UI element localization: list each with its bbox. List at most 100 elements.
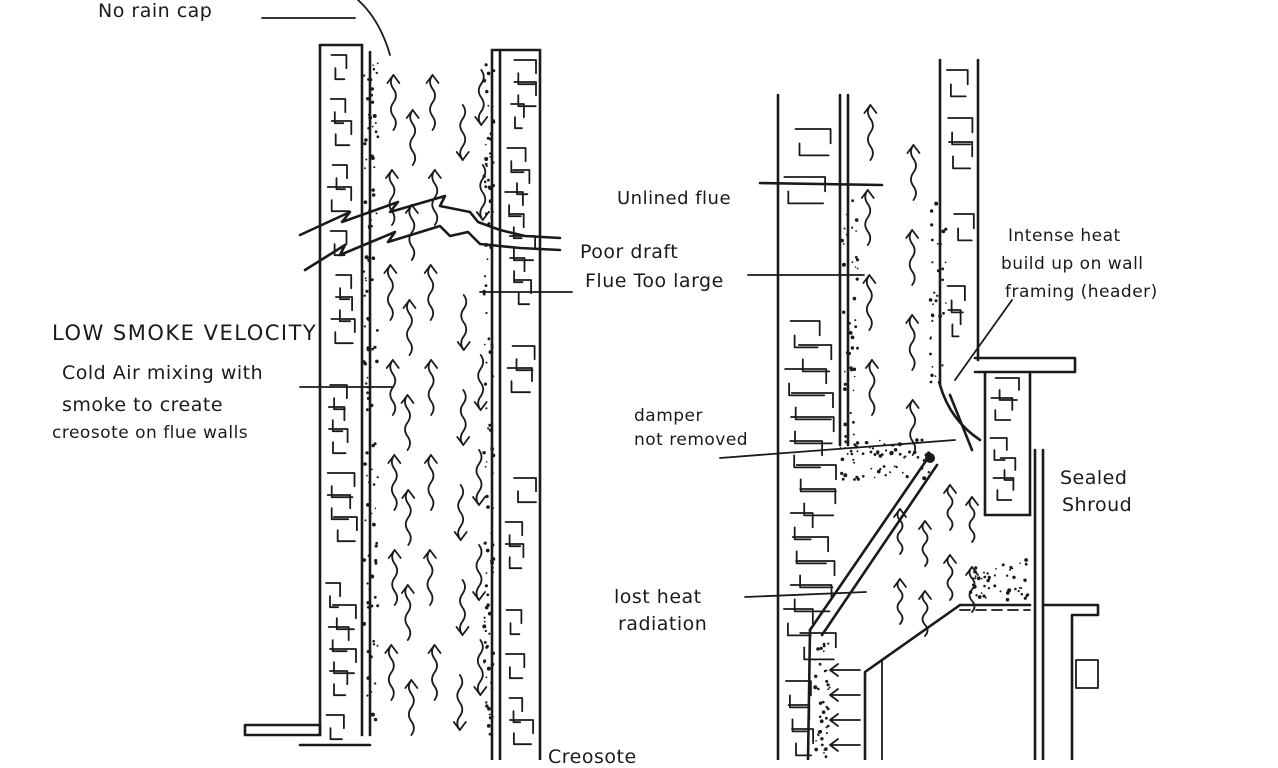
creosote-speck — [854, 218, 859, 222]
creosote-speck — [995, 568, 997, 570]
creosote-speck — [840, 457, 845, 462]
creosote-speck — [362, 270, 366, 273]
creosote-speck — [370, 121, 372, 124]
creosote-speck — [373, 345, 377, 349]
creosote-speck — [371, 156, 375, 161]
arrow-head — [386, 74, 401, 84]
brick-course — [331, 164, 348, 191]
label-unlined-flue: Unlined flue — [617, 188, 732, 209]
brick-course — [330, 120, 353, 147]
creosote-speck — [945, 302, 947, 304]
creosote-speck — [373, 717, 378, 722]
creosote-speck — [486, 593, 490, 597]
creosote-speck — [854, 255, 858, 259]
creosote-speck — [825, 716, 828, 720]
creosote-speck — [376, 329, 379, 332]
brick-course — [790, 416, 835, 445]
label-damper-line1: damper — [634, 406, 704, 426]
creosote-speck — [827, 642, 830, 645]
brick-course — [508, 697, 524, 724]
creosote-speck — [828, 686, 831, 689]
creosote-speck — [974, 577, 977, 580]
creosote-speck — [842, 243, 845, 245]
creosote-speck — [908, 450, 911, 454]
creosote-speck — [492, 507, 495, 509]
creosote-speck — [491, 557, 496, 561]
arrow-head — [893, 578, 907, 588]
creosote-speck — [814, 674, 818, 678]
creosote-speck — [934, 375, 937, 377]
creosote-speck — [817, 734, 820, 737]
creosote-speck — [905, 475, 909, 479]
creosote-speck — [916, 456, 920, 459]
smoke-up-arrow — [426, 549, 434, 606]
creosote-speck — [365, 408, 369, 412]
brick-course — [329, 98, 347, 125]
brick-course — [947, 309, 962, 338]
creosote-speck — [890, 443, 894, 447]
creosote-speck — [877, 469, 881, 474]
creosote-speck — [376, 62, 379, 65]
arrow-head — [385, 169, 399, 179]
creosote-speck — [851, 199, 854, 203]
creosote-speck — [854, 445, 858, 449]
label-cold-air-line3: creosote on flue walls — [52, 423, 249, 443]
label-damper-line2: not removed — [634, 430, 749, 450]
smoke-down-arrow — [460, 294, 468, 351]
creosote-speck — [484, 185, 488, 189]
brick-course — [510, 103, 525, 130]
creosote-speck — [852, 389, 855, 392]
arrow-head — [405, 109, 420, 119]
creosote-speck — [813, 685, 818, 690]
arrow-head — [865, 359, 879, 369]
smoke-up-arrow — [404, 584, 412, 641]
arrow-head — [455, 626, 470, 636]
brick-course — [789, 512, 814, 541]
creosote-speck — [974, 575, 977, 578]
brick-course — [326, 472, 356, 499]
smoke-up-arrow — [409, 109, 417, 166]
creosote-speck — [913, 450, 917, 454]
creosote-speck — [846, 337, 849, 340]
creosote-speck — [366, 676, 371, 680]
creosote-speck — [846, 233, 849, 237]
label-flue-too-large: Flue Too large — [585, 270, 724, 292]
brick-course — [512, 169, 531, 196]
brick-course — [790, 392, 834, 421]
arrow-head — [455, 151, 470, 161]
creosote-speck — [986, 572, 989, 575]
creosote-speck — [849, 322, 851, 325]
brick-course — [990, 397, 1014, 421]
creosote-speck — [843, 382, 847, 386]
creosote-speck — [852, 433, 855, 436]
creosote-speck — [372, 64, 375, 66]
creosote-speck — [483, 180, 487, 184]
smoke-up-arrow — [427, 454, 435, 511]
creosote-speck — [371, 468, 373, 471]
creosote-speck — [932, 303, 934, 306]
creosote-speck — [490, 75, 494, 79]
creosote-speck — [492, 161, 495, 164]
creosote-speck — [490, 243, 494, 248]
brick-course — [326, 494, 352, 521]
brick-course — [329, 648, 357, 675]
creosote-speck — [485, 143, 487, 146]
creosote-speck — [980, 592, 983, 595]
creosote-speck — [491, 543, 495, 547]
creosote-speck — [369, 312, 372, 315]
creosote-speck — [490, 207, 493, 210]
label-intense-heat-line3: framing (header) — [1005, 282, 1158, 302]
arrow-head — [905, 399, 920, 409]
creosote-speck — [844, 435, 847, 438]
creosote-speck — [491, 453, 496, 458]
brick-course — [509, 719, 534, 746]
creosote-speck — [944, 227, 948, 231]
label-intense-heat-line2: build up on wall — [1001, 254, 1144, 274]
brick-course — [789, 584, 833, 613]
creosote-speck — [484, 284, 488, 287]
creosote-speck — [861, 452, 865, 456]
creosote-speck — [855, 441, 860, 445]
creosote-speck — [856, 450, 859, 453]
creosote-speck — [1005, 597, 1010, 602]
creosote-speck — [491, 530, 493, 532]
